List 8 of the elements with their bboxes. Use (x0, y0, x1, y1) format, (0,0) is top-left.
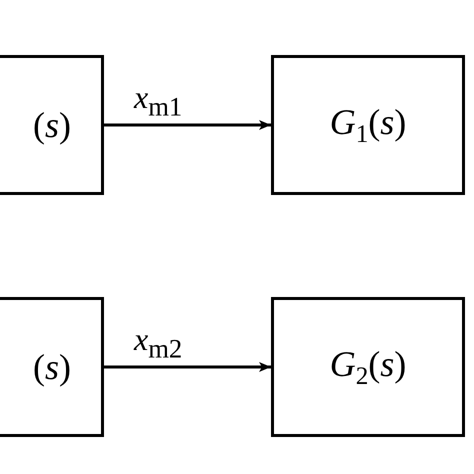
block-box (271, 297, 465, 437)
transfer-function: G$_{2}$(s) (330, 342, 406, 392)
transfer-function: (s) (32, 104, 71, 146)
transfer-function: G$_{1}$(s) (330, 100, 406, 150)
arrow (104, 362, 271, 372)
transfer-function: (s) (32, 346, 71, 388)
block-box (271, 55, 465, 195)
arrow (104, 120, 271, 130)
